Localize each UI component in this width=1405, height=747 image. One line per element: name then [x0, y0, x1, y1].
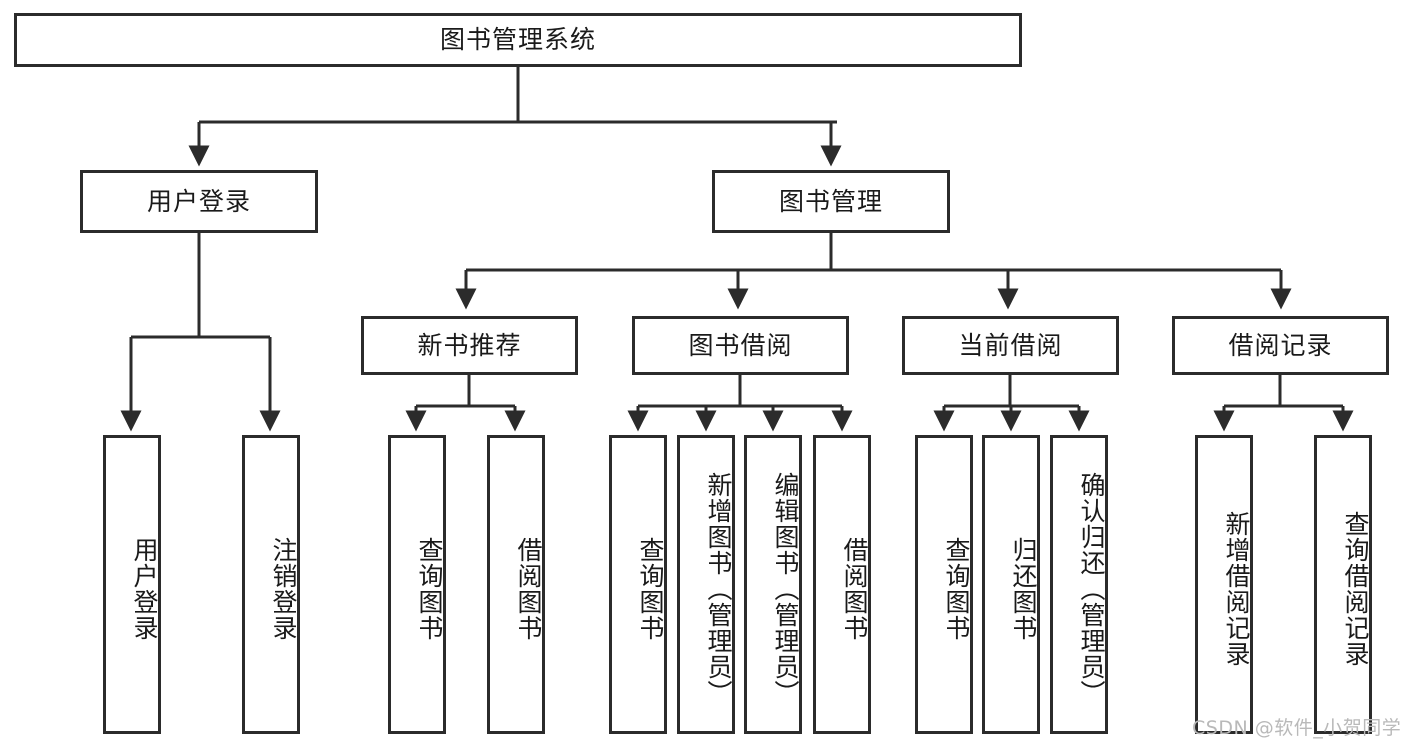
node-borrow-record[interactable]: 借阅记录 — [1172, 316, 1389, 375]
node-label: 新增借阅记录 — [1222, 510, 1251, 667]
node-book-management[interactable]: 图书管理 — [712, 170, 950, 233]
leaf-borrow-add-book-admin[interactable]: 新增图书（管理员） — [677, 435, 735, 734]
node-label: 查询借阅记录 — [1341, 510, 1370, 667]
leaf-record-query-record[interactable]: 查询借阅记录 — [1314, 435, 1372, 734]
node-book-borrow[interactable]: 图书借阅 — [632, 316, 849, 375]
leaf-current-return-book[interactable]: 归还图书 — [982, 435, 1040, 734]
node-label: 当前借阅 — [958, 330, 1063, 360]
node-label: 新增图书（管理员） — [704, 471, 733, 706]
node-label: 图书管理系统 — [439, 25, 596, 55]
node-label: 用户登录 — [146, 186, 251, 216]
leaf-recommend-borrow-book[interactable]: 借阅图书 — [487, 435, 545, 734]
node-current-borrow[interactable]: 当前借阅 — [902, 316, 1119, 375]
node-label: 查询图书 — [636, 536, 665, 641]
node-label: 图书管理 — [778, 186, 883, 216]
node-label: 图书借阅 — [688, 330, 793, 360]
node-label: 查询图书 — [942, 536, 971, 641]
node-label: 注销登录 — [269, 536, 298, 641]
node-label: 编辑图书（管理员） — [771, 471, 800, 706]
csdn-watermark: CSDN @软件_小贺同学 — [1192, 717, 1402, 739]
node-label: 查询图书 — [415, 536, 444, 641]
leaf-current-query-book[interactable]: 查询图书 — [915, 435, 973, 734]
node-label: 新书推荐 — [417, 330, 522, 360]
leaf-borrow-edit-book-admin[interactable]: 编辑图书（管理员） — [744, 435, 802, 734]
leaf-user-login-logout[interactable]: 注销登录 — [242, 435, 300, 734]
leaf-recommend-query-book[interactable]: 查询图书 — [388, 435, 446, 734]
node-new-book-recommend[interactable]: 新书推荐 — [361, 316, 578, 375]
node-label: 借阅图书 — [840, 536, 869, 641]
leaf-borrow-borrow-book[interactable]: 借阅图书 — [813, 435, 871, 734]
node-label: 借阅记录 — [1228, 330, 1333, 360]
node-label: 借阅图书 — [514, 536, 543, 641]
node-user-login[interactable]: 用户登录 — [80, 170, 318, 233]
node-label: 用户登录 — [130, 536, 159, 641]
leaf-borrow-query-book[interactable]: 查询图书 — [609, 435, 667, 734]
leaf-record-add-record[interactable]: 新增借阅记录 — [1195, 435, 1253, 734]
node-label: 归还图书 — [1009, 536, 1038, 641]
node-root-book-management-system[interactable]: 图书管理系统 — [14, 13, 1022, 67]
leaf-current-confirm-return-admin[interactable]: 确认归还（管理员） — [1050, 435, 1108, 734]
leaf-user-login-login[interactable]: 用户登录 — [103, 435, 161, 734]
node-label: 确认归还（管理员） — [1077, 471, 1106, 706]
